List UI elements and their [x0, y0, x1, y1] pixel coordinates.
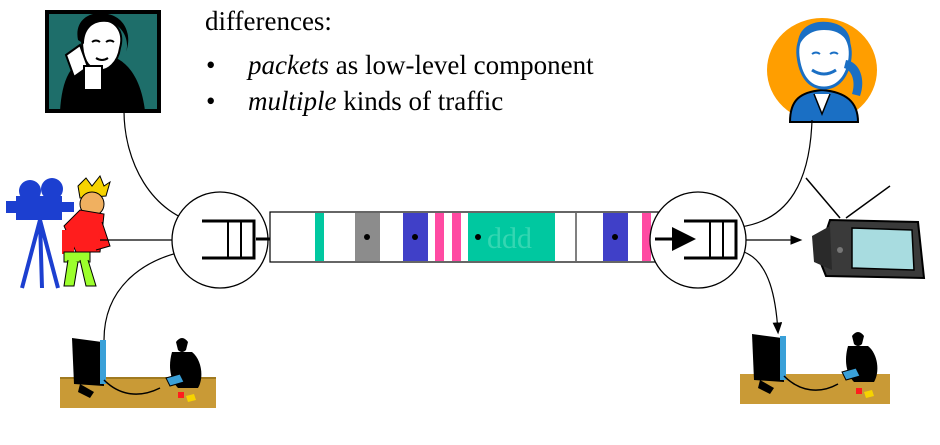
packet-pink-2 — [452, 213, 461, 261]
woman-phone-clipart — [45, 10, 161, 113]
queue-left — [202, 219, 256, 260]
gamer-left-clipart — [60, 338, 216, 408]
packet-blue-2 — [603, 213, 628, 261]
cell-label: ddd — [487, 222, 532, 255]
packet-pink-1 — [435, 213, 444, 261]
queue-right — [684, 219, 738, 260]
differences-heading: differences: — [205, 6, 332, 36]
router-right — [649, 191, 747, 289]
bullet-emphasis: multiple — [248, 86, 337, 116]
bullet-symbol: • — [206, 50, 216, 80]
gamer-right-clipart — [740, 332, 890, 404]
packet-gray — [355, 213, 380, 261]
television-clipart — [805, 177, 926, 280]
packet-teal-large: ddd — [468, 213, 555, 261]
bullet-emphasis: packets — [248, 50, 329, 80]
bullet-multiple: • multiple kinds of traffic — [206, 86, 503, 117]
bullet-text: kinds of traffic — [336, 86, 504, 116]
bullet-text: as low-level component — [328, 50, 594, 80]
router-left — [171, 191, 298, 289]
clown-person-clipart — [62, 175, 111, 287]
packet-blue-1 — [403, 213, 428, 261]
bullet-symbol: • — [206, 86, 216, 116]
bullet-packets: • packets as low-level component — [206, 50, 594, 81]
packet-teal-small — [315, 213, 324, 261]
video-camera-clipart — [6, 178, 74, 289]
man-phone-clipart — [767, 18, 877, 123]
link-packet-stream: ddd — [269, 211, 681, 263]
packet-pink-3 — [642, 213, 651, 261]
